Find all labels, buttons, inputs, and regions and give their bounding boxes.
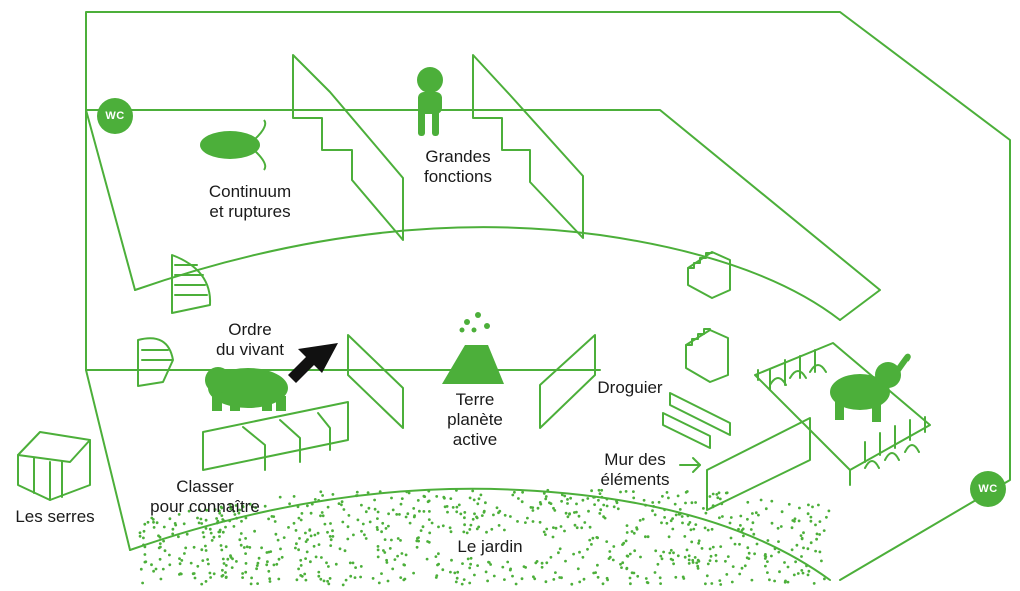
garden-area (138, 488, 831, 587)
label-classer: Classer pour connaître (150, 477, 260, 516)
label-terre-planete-active: Terre planète active (447, 390, 503, 449)
elephant-enclosure (754, 342, 931, 471)
label-droguier: Droguier (597, 378, 663, 397)
staircase-icon (171, 254, 212, 314)
mezzanine-outline (85, 109, 881, 321)
droguier-cases (669, 392, 731, 436)
wall-terre (539, 334, 596, 429)
shelf-classer (202, 401, 349, 471)
label-continuum: Continuum et ruptures (208, 182, 292, 221)
wall-continuum (292, 54, 404, 241)
staircase-icon (687, 251, 731, 299)
wc-icon: WC (970, 471, 1006, 507)
bear-icon (205, 367, 288, 411)
label-ordre-du-vivant: Ordre du vivant (215, 320, 285, 359)
greenhouse-icon (17, 431, 91, 501)
label-grandes-fonctions: Grandes fonctions (423, 147, 493, 186)
label-le-jardin: Le jardin (457, 537, 523, 556)
wc-icon: WC (97, 98, 133, 134)
staircase-icon (685, 328, 729, 383)
trilobite-icon (200, 119, 267, 171)
label-mur-des-elements: Mur des éléments (600, 450, 670, 489)
elephant-icon (830, 353, 911, 422)
arrow-icon (288, 343, 338, 383)
wall-mur-des-elements (706, 417, 811, 511)
staircase-icon (137, 337, 174, 387)
primate-icon (417, 67, 443, 136)
volcano-icon (442, 312, 504, 384)
wall-ordre (347, 334, 404, 429)
label-les-serres: Les serres (15, 507, 95, 526)
wall-grandes (472, 54, 584, 239)
